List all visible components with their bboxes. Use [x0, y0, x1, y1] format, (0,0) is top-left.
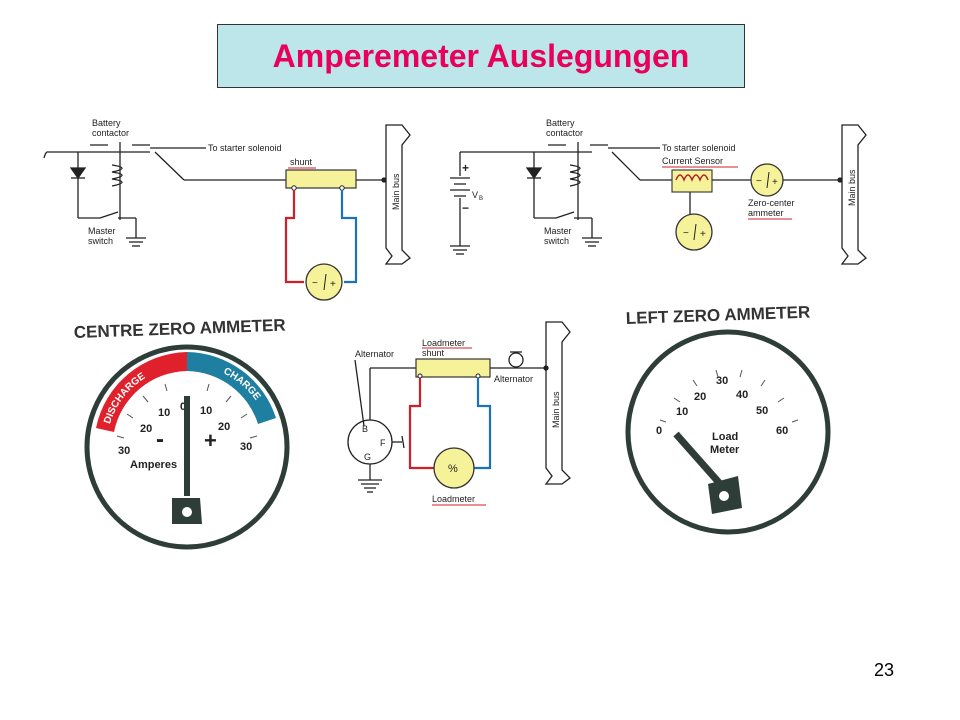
left-zero-gauge: 0 10 20 30 40 50 60 Load Meter [625, 329, 831, 535]
loadmeter-icon [433, 447, 475, 489]
lz-tick-0: 0 [656, 425, 662, 437]
loadmeter-label: Loadmeter [432, 494, 475, 504]
svg-text:+: + [700, 229, 706, 240]
zero-center-label: Zero-center [748, 198, 795, 208]
zero-center-ammeter-icon: − + [750, 163, 784, 197]
tick-left-30: 30 [118, 445, 130, 457]
loadmeter-shunt-label-1: Loadmeter [422, 338, 465, 348]
main-bus-label-left: Main bus [391, 173, 401, 210]
blue-wire-left [340, 190, 358, 284]
tick-left-20: 20 [140, 423, 152, 435]
contactor-label-right: contactor [546, 128, 583, 138]
main-bus-label-load: Main bus [551, 391, 561, 428]
alternator-left-label: Alternator [355, 349, 394, 359]
red-wire-load [408, 378, 436, 470]
centre-zero-gauge: DISCHARGE CHARGE 30 20 10 0 10 20 30 - +… [84, 344, 290, 550]
switch-label-left: switch [88, 236, 113, 246]
left-zero-needle [673, 431, 725, 489]
red-wire-left [284, 190, 304, 284]
load-label: Load [712, 431, 738, 443]
battery-minus: − [462, 201, 469, 215]
ammeter-label: ammeter [748, 208, 784, 218]
battery-label-left: Battery [92, 118, 121, 128]
battery-plus: + [462, 161, 469, 175]
lz-tick-30: 30 [716, 375, 728, 387]
plus-sign: + [204, 428, 217, 453]
starter-label-right: To starter solenoid [662, 143, 736, 153]
lz-tick-10: 10 [676, 406, 688, 418]
shunt-left [285, 169, 357, 189]
loadmeter-circuit [347, 321, 571, 493]
lz-tick-60: 60 [776, 425, 788, 437]
blue-wire-load [472, 378, 492, 470]
master-label-right: Master [544, 226, 572, 236]
ammeter-left-icon: − + [305, 263, 343, 301]
vb-sub: B [479, 196, 483, 202]
title-box: Amperemeter Auslegungen [217, 24, 745, 88]
terminal-b: B [362, 424, 368, 434]
shunt-label-left: shunt [290, 157, 313, 167]
sensor-meter-icon: − + [675, 213, 713, 251]
main-bus-label-right: Main bus [847, 169, 857, 206]
tick-center-0: 0 [180, 401, 186, 413]
left-zero-heading: LEFT ZERO AMMETER [625, 303, 810, 328]
centre-zero-heading: CENTRE ZERO AMMETER [73, 316, 285, 342]
switch-label-right: switch [544, 236, 569, 246]
master-label-left: Master [88, 226, 116, 236]
current-sensor-label: Current Sensor [662, 156, 723, 166]
lz-tick-50: 50 [756, 405, 768, 417]
svg-text:+: + [772, 177, 778, 188]
centre-needle [184, 396, 190, 496]
svg-text:−: − [756, 176, 762, 187]
circuit-left [43, 124, 411, 265]
svg-text:−: − [683, 228, 689, 239]
terminal-g: G [364, 452, 371, 462]
loadmeter-shunt-label-2: shunt [422, 348, 445, 358]
terminal-f: F [380, 438, 386, 448]
tick-right-20: 20 [218, 421, 230, 433]
loadmeter-shunt [415, 358, 491, 378]
meter-label: Meter [710, 444, 740, 456]
contactor-label-left: contactor [92, 128, 129, 138]
svg-text:+: + [330, 279, 336, 290]
tick-left-10: 10 [158, 407, 170, 419]
alternator-right-label: Alternator [494, 374, 533, 384]
lz-tick-20: 20 [694, 391, 706, 403]
lz-tick-40: 40 [736, 389, 748, 401]
slide-title: Amperemeter Auslegungen [272, 37, 690, 74]
vb-label: V [472, 190, 478, 200]
minus-sign: - [156, 426, 164, 453]
percent-symbol: % [448, 463, 458, 475]
battery-label-right: Battery [546, 118, 575, 128]
tick-right-30: 30 [240, 441, 252, 453]
tick-right-10: 10 [200, 405, 212, 417]
starter-label-left: To starter solenoid [208, 143, 282, 153]
page-number: 23 [874, 660, 895, 680]
circuit-right [450, 124, 867, 265]
amperes-label: Amperes [130, 459, 177, 471]
svg-text:−: − [312, 278, 318, 289]
